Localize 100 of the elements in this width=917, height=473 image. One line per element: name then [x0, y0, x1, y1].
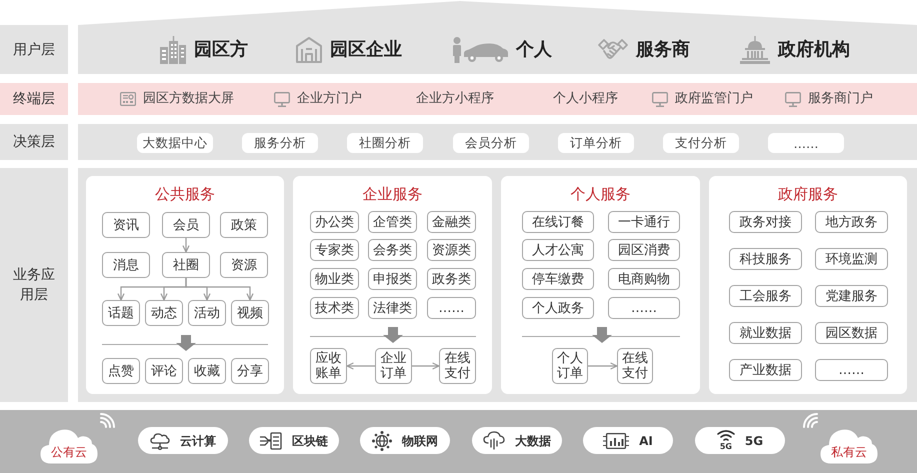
service-item: 地方政务: [815, 211, 888, 233]
service-panel: [501, 176, 700, 394]
service-item: 园区消费: [608, 239, 680, 261]
service-panel: [709, 176, 907, 394]
analysis-item: 支付分析: [663, 133, 739, 153]
service-item: 在线订餐: [522, 211, 594, 233]
service-item: 资源: [220, 252, 268, 278]
service-item: 政务对接: [729, 211, 802, 233]
service-item: 技术类: [310, 297, 359, 319]
service-item: 在线支付: [617, 348, 653, 384]
analysis-item: ……: [768, 133, 844, 153]
layer-label: 业务应用层: [0, 168, 68, 402]
service-item: 在线支付: [439, 348, 476, 384]
service-item: 分享: [231, 358, 269, 384]
terminal-label: 服务商门户: [808, 91, 873, 107]
layer-label: 用户层: [0, 25, 68, 74]
role-label: 园区企业: [330, 39, 402, 61]
service-item: ……: [427, 297, 476, 319]
service-item: 政策: [220, 212, 268, 238]
service-item: 活动: [188, 300, 226, 326]
service-item: 会务类: [368, 239, 417, 261]
service-item: 应收账单: [310, 348, 347, 384]
tech-label: AI: [639, 434, 653, 448]
service-item: ……: [815, 359, 888, 381]
service-item: 企业订单: [375, 348, 412, 384]
service-item: 个人订单: [552, 348, 588, 384]
service-item: 电商购物: [608, 268, 680, 290]
layer-band: [78, 168, 917, 402]
panel-title: 企业服务: [362, 184, 422, 204]
panel-title: 个人服务: [570, 184, 630, 204]
analysis-item: 社圈分析: [347, 133, 423, 153]
panel-title: 政府服务: [778, 184, 838, 204]
layer-label: 决策层: [0, 124, 68, 160]
service-item: 点赞: [102, 358, 140, 384]
terminal-label: 政府监管门户: [675, 91, 753, 107]
service-panel: [86, 176, 284, 394]
service-item: 话题: [102, 300, 140, 326]
service-item: 人才公寓: [522, 239, 594, 261]
analysis-item: 服务分析: [242, 133, 318, 153]
service-item: 会员: [162, 212, 210, 238]
tech-item: [695, 427, 785, 454]
terminal-label: 企业方门户: [297, 91, 362, 107]
panel-title: 公共服务: [155, 184, 215, 204]
service-item: 动态: [145, 300, 183, 326]
service-item: 资源类: [427, 239, 476, 261]
service-item: 党建服务: [815, 285, 888, 307]
connector-arrow: [412, 362, 440, 370]
tech-label: 区块链: [292, 434, 328, 448]
service-panel: [293, 176, 492, 394]
role-label: 政府机构: [778, 39, 850, 61]
service-item: 社圈: [162, 252, 210, 278]
analysis-item: 大数据中心: [137, 133, 213, 153]
tech-label: 物联网: [402, 434, 438, 448]
icon-caption: 5G: [720, 442, 732, 451]
analysis-item: 会员分析: [453, 133, 529, 153]
service-item: 金融类: [427, 211, 476, 233]
tech-item: [138, 427, 228, 454]
tech-item: [249, 427, 339, 454]
role-label: 服务商: [636, 39, 690, 61]
service-item: 停车缴费: [522, 268, 594, 290]
service-item: 办公类: [310, 211, 359, 233]
service-item: 物业类: [310, 268, 359, 290]
role-label: 个人: [516, 39, 552, 61]
analysis-item: 订单分析: [558, 133, 634, 153]
terminal-label: 个人小程序: [553, 91, 618, 107]
service-item: 个人政务: [522, 297, 594, 319]
roof-band: [78, 0, 917, 74]
tech-label: 大数据: [515, 434, 551, 448]
layer-band: [78, 83, 917, 115]
service-item: 产业数据: [729, 359, 802, 381]
service-item: 评论: [145, 358, 183, 384]
service-item: 科技服务: [729, 248, 802, 270]
connector-arrow: [588, 362, 618, 370]
service-item: 资讯: [102, 212, 150, 238]
tech-item: [360, 427, 450, 454]
service-item: 申报类: [368, 268, 417, 290]
tech-label: 云计算: [180, 434, 216, 448]
cloud-label: 私有云: [831, 445, 867, 459]
connector-arrow: [182, 238, 190, 253]
terminal-label: 企业方小程序: [416, 91, 494, 107]
service-item: 一卡通行: [608, 211, 680, 233]
layer-band: [78, 124, 917, 160]
service-item: 消息: [102, 252, 150, 278]
cloud-label: 公有云: [51, 445, 87, 459]
connector-arrow: [185, 278, 254, 301]
service-item: 园区数据: [815, 322, 888, 344]
role-label: 园区方: [194, 39, 248, 61]
service-item: 收藏: [188, 358, 226, 384]
service-item: 工会服务: [729, 285, 802, 307]
service-item: ……: [608, 297, 680, 319]
service-item: 环境监测: [815, 248, 888, 270]
tech-item: [583, 427, 673, 454]
layer-band: [0, 410, 917, 473]
service-item: 法律类: [368, 297, 417, 319]
tech-label: 5G: [744, 434, 764, 448]
connector-arrow: [346, 362, 375, 370]
service-item: 视频: [231, 300, 269, 326]
terminal-label: 园区方数据大屏: [143, 91, 234, 107]
tech-item: [472, 427, 562, 454]
service-item: 专家类: [310, 239, 359, 261]
